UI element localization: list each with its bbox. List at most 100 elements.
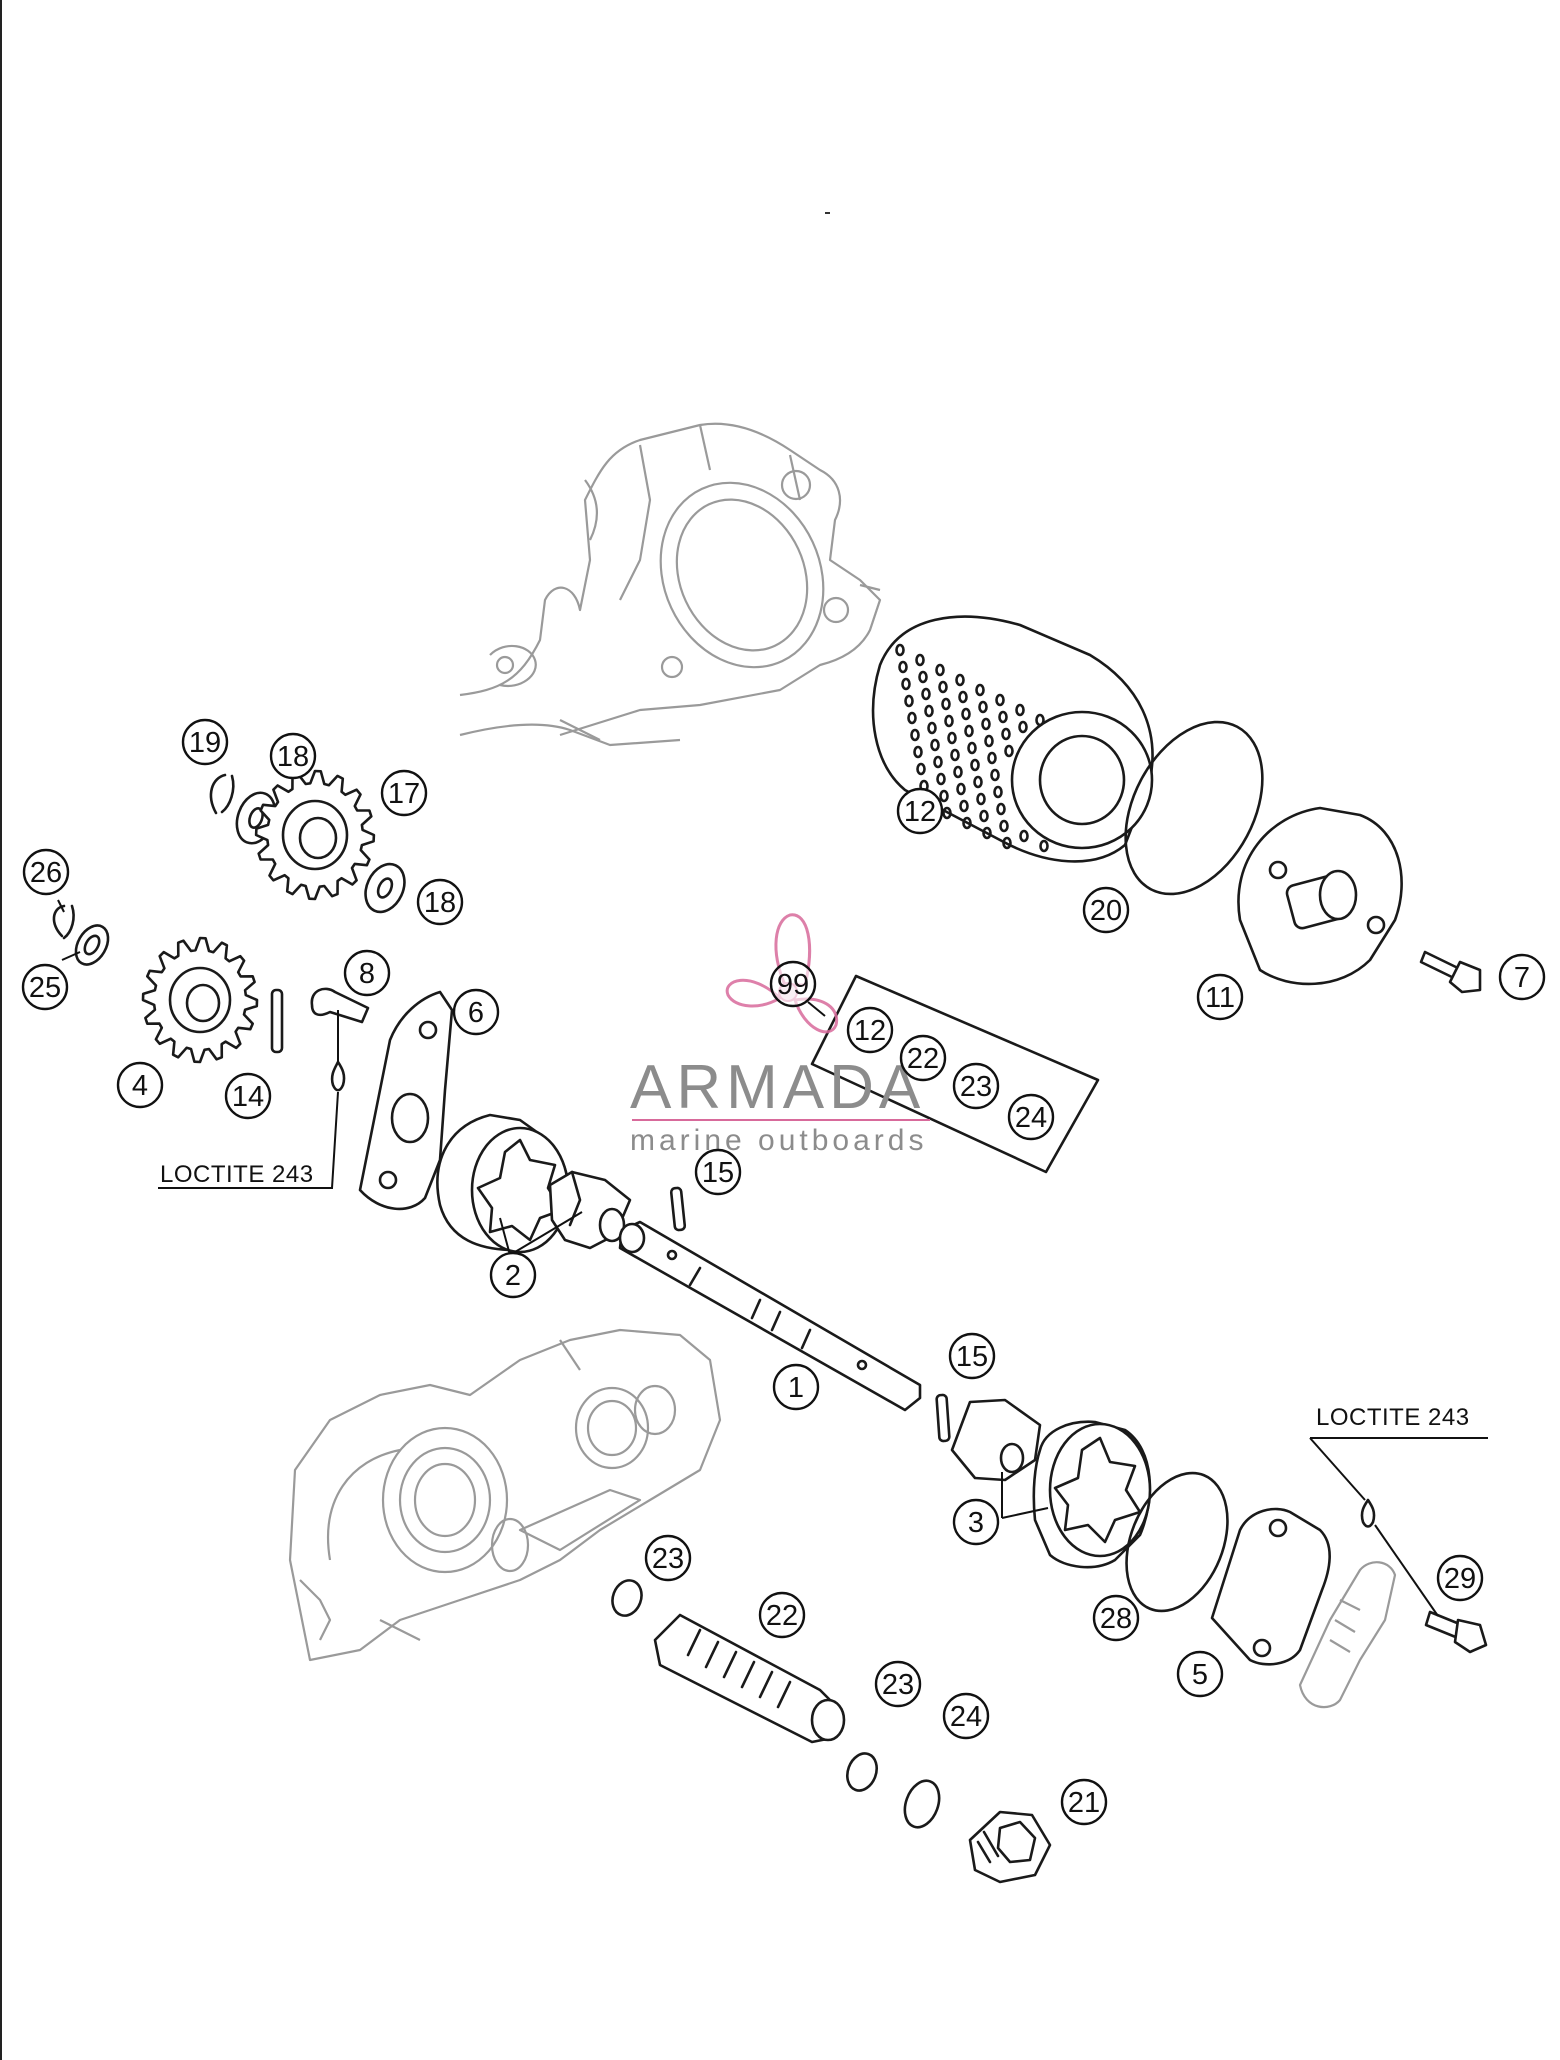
filter-hole <box>999 819 1009 833</box>
callout-25: 25 <box>21 963 69 1011</box>
leader-lines <box>57 899 1488 1617</box>
rotor-set-3 <box>950 1398 1152 1569</box>
o-ring-28 <box>1125 1471 1229 1613</box>
rotor-set-2 <box>436 1113 632 1254</box>
o-ring-23-upper <box>611 1579 643 1617</box>
callout-23-upper: 23 <box>644 1534 692 1582</box>
callout-15-lower: 15 <box>948 1332 996 1380</box>
filter-hole <box>938 680 948 694</box>
filter-hole <box>907 711 917 725</box>
filter-hole <box>898 660 908 674</box>
bolt-7 <box>1419 950 1482 994</box>
filter-hole <box>933 755 943 769</box>
svg-text:26: 26 <box>30 857 62 889</box>
filter-hole <box>990 768 1000 782</box>
filter-perforations <box>895 643 1049 853</box>
callout-7: 7 <box>1498 953 1546 1001</box>
filter-hole <box>987 751 997 765</box>
svg-text:21: 21 <box>1068 1787 1100 1819</box>
filter-hole <box>1004 744 1014 758</box>
filter-hole <box>1015 703 1025 717</box>
loctite-drop-left <box>330 1060 346 1092</box>
o-ring-23-lower <box>846 1752 878 1792</box>
filter-hole <box>975 683 985 697</box>
filter-hole <box>918 670 928 684</box>
filter-hole <box>944 714 954 728</box>
callout-12-filter: 12 <box>896 787 944 835</box>
pump-cover-5 <box>1210 1507 1331 1666</box>
filter-hole <box>959 799 969 813</box>
svg-text:29: 29 <box>1444 1563 1476 1595</box>
svg-text:12: 12 <box>904 796 936 828</box>
callout-24-kit: 24 <box>1007 1093 1055 1141</box>
filter-hole <box>927 721 937 735</box>
callout-11: 11 <box>1196 973 1244 1021</box>
washer-18-lower <box>364 862 406 914</box>
filter-hole <box>1018 720 1028 734</box>
engine-crankcase-lower <box>288 1328 722 1662</box>
callout-2: 2 <box>489 1251 537 1299</box>
filter-hole <box>962 816 972 830</box>
callout-18-upper: 18 <box>269 732 317 780</box>
loctite-note-left: LOCTITE 243 <box>160 1161 314 1188</box>
filter-hole <box>998 710 1008 724</box>
svg-text:12: 12 <box>854 1015 886 1047</box>
filter-hole <box>947 731 957 745</box>
svg-text:3: 3 <box>968 1507 984 1539</box>
filter-hole <box>1039 839 1049 853</box>
filter-hole <box>955 673 965 687</box>
callout-15-upper: 15 <box>694 1148 742 1196</box>
callout-8: 8 <box>343 949 391 997</box>
screw-8 <box>310 987 370 1024</box>
filter-hole <box>970 758 980 772</box>
svg-text:20: 20 <box>1090 895 1122 927</box>
filter-hole <box>913 745 923 759</box>
callout-18-lower: 18 <box>416 878 464 926</box>
filter-hole <box>958 690 968 704</box>
callout-3: 3 <box>952 1498 1000 1546</box>
svg-text:8: 8 <box>359 958 375 990</box>
filter-hole <box>953 765 963 779</box>
svg-text:22: 22 <box>766 1600 798 1632</box>
washer-25-hole <box>83 934 101 956</box>
callout-12-kit: 12 <box>846 1006 894 1054</box>
filter-hole <box>964 724 974 738</box>
filter-hole <box>916 762 926 776</box>
brand-tagline: marine outboards <box>630 1124 927 1157</box>
pin-15-upper <box>669 1186 687 1232</box>
filter-hole <box>901 677 911 691</box>
svg-text:99: 99 <box>777 969 809 1001</box>
svg-text:19: 19 <box>189 727 221 759</box>
filter-hole <box>984 734 994 748</box>
callout-14: 14 <box>224 1072 272 1120</box>
kit-box-99 <box>810 974 1100 1174</box>
filter-hole <box>935 663 945 677</box>
filter-hole <box>978 700 988 714</box>
pump-plate-6 <box>358 990 454 1211</box>
filter-hole <box>939 789 949 803</box>
filter-hole <box>1002 836 1012 850</box>
filter-hole <box>981 717 991 731</box>
filter-hole <box>995 693 1005 707</box>
callout-19: 19 <box>181 718 229 766</box>
callout-28: 28 <box>1092 1594 1140 1642</box>
gear-4 <box>141 936 259 1064</box>
bracket-ghost <box>1298 1561 1397 1709</box>
callout-26: 26 <box>22 848 70 896</box>
filter-hole <box>1035 713 1045 727</box>
callout-17: 17 <box>380 769 428 817</box>
pump-shaft-1 <box>618 1220 922 1412</box>
washer-25 <box>74 924 110 966</box>
svg-text:15: 15 <box>956 1341 988 1373</box>
filter-hole <box>996 802 1006 816</box>
filter-hole <box>967 741 977 755</box>
svg-text:11: 11 <box>1205 982 1235 1014</box>
filter-hole <box>976 792 986 806</box>
filter-hole <box>915 653 925 667</box>
filter-hole <box>921 687 931 701</box>
oil-filter-element <box>871 615 1154 863</box>
filter-hole <box>950 748 960 762</box>
filter-hole <box>910 728 920 742</box>
valve-piston-22 <box>653 1613 846 1744</box>
